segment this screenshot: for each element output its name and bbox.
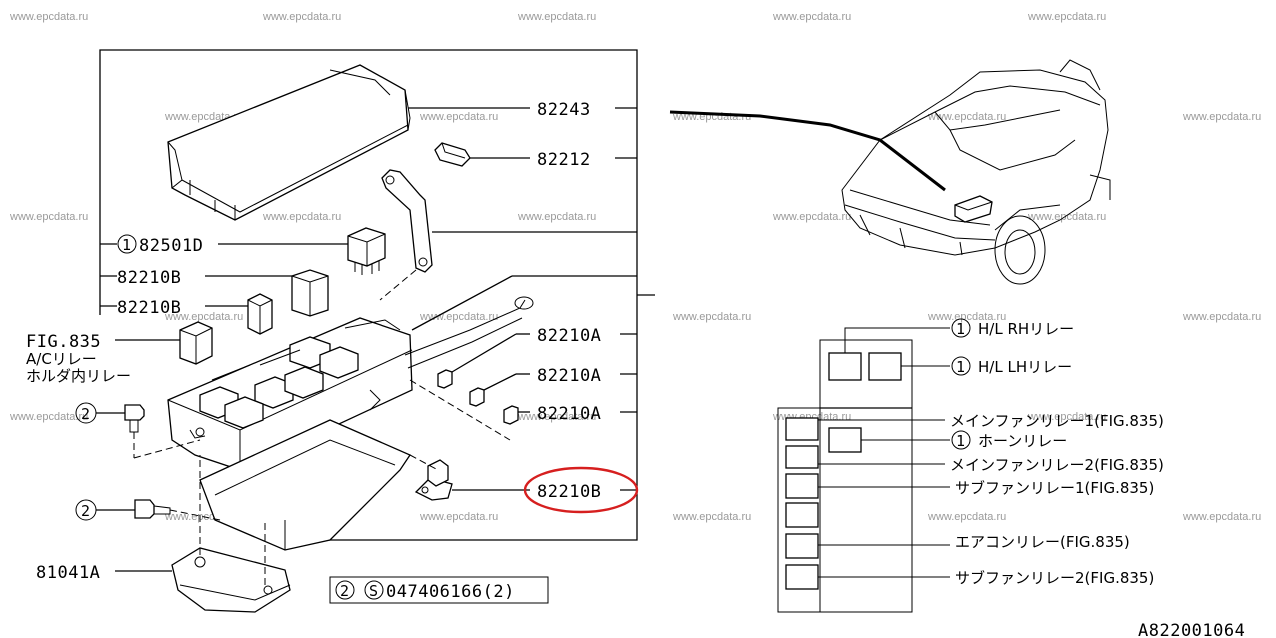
watermark: www.epcdata.ru (772, 211, 851, 223)
watermark: www.epcdata.ru (262, 211, 341, 223)
legend-hl-lh: H/L LHリレー (978, 358, 1072, 376)
relay-part (347, 227, 386, 275)
relay-slot-main-fan-2 (785, 445, 819, 469)
part-number-fuse-a2: 82210A (537, 366, 601, 386)
legend-marker-1: 1 (956, 432, 965, 450)
legend-marker-1: 1 (956, 358, 965, 376)
watermark: www.epcdata.ru (1182, 311, 1261, 323)
battery-cable (404, 296, 534, 369)
relay-slot-hl-lh (868, 352, 902, 381)
relay-slot-main-fan-1 (785, 417, 819, 441)
holder-clip-part (409, 454, 453, 501)
diagram-code: A822001064 (1138, 621, 1245, 638)
ac-relay-part (179, 321, 213, 365)
bus-bar-part (381, 169, 433, 273)
legend-main-fan-1: メインファンリレー1(FIG.835) (950, 412, 1164, 430)
part-number-fuse-a1: 82210A (537, 326, 601, 346)
part-number-fuse-1: 82210B (117, 268, 181, 288)
watermark: www.epcdata.ru (9, 411, 88, 423)
watermark: www.epcdata.ru (1182, 111, 1261, 123)
legend-hl-rh: H/L RHリレー (978, 320, 1074, 338)
legend-sub-fan-1: サブファンリレー1(FIG.835) (955, 479, 1154, 497)
legend-marker-1: 1 (956, 320, 965, 338)
part-number-fuse-highlighted: 82210B (537, 482, 601, 502)
watermark: www.epcdata.ru (1182, 511, 1261, 523)
part-number-cover: 82243 (537, 100, 591, 120)
part-number-bracket: 81041A (36, 563, 100, 583)
watermark: www.epcdata.ru (517, 411, 596, 423)
watermark: www.epcdata.ru (772, 11, 851, 23)
legend-horn: ホーンリレー (978, 432, 1067, 450)
highlight-ring (523, 466, 639, 514)
watermark: www.epcdata.ru (1027, 411, 1106, 423)
ac-relay-label: A/Cリレー (26, 350, 97, 368)
watermark: www.epcdata.ru (164, 311, 243, 323)
relay-slot-sub-fan-2 (785, 564, 819, 590)
spec-marker-s: S (369, 582, 378, 600)
bolt-2: 2 (75, 499, 221, 521)
relay-slot-sub-fan-1 (785, 473, 819, 499)
watermark: www.epcdata.ru (419, 111, 498, 123)
bracket-part (171, 455, 291, 613)
bolt-spec-number: 047406166(2) (386, 582, 515, 602)
part-number-relay: 82501D (139, 236, 203, 256)
part-number-fuse-a3: 82210A (537, 404, 601, 424)
bolt-1: 2 (75, 402, 201, 459)
watermark: www.epcdata.ru (517, 11, 596, 23)
spec-marker-2: 2 (340, 582, 349, 600)
marker-2: 2 (81, 502, 90, 520)
watermark: www.epcdata.ru (1027, 11, 1106, 23)
watermark: www.epcdata.ru (9, 211, 88, 223)
part-number-fuse-2: 82210B (117, 298, 181, 318)
car-illustration (841, 59, 1111, 285)
clip-part (434, 142, 471, 167)
marker-1: 1 (122, 236, 131, 254)
marker-2: 2 (81, 405, 90, 423)
cover-part (167, 64, 411, 221)
location-arrow (669, 110, 946, 192)
legend-main-fan-2: メインファンリレー2(FIG.835) (950, 456, 1164, 474)
legend-aircon: エアコンリレー(FIG.835) (955, 533, 1130, 551)
marker-1-circle (117, 234, 137, 254)
relay-slot-horn (828, 427, 862, 453)
watermark: www.epcdata.ru (419, 511, 498, 523)
relay-slot-blank (785, 502, 819, 528)
fuse-box-body (167, 317, 413, 471)
fig-ref-ac-relay: FIG.835 (26, 332, 101, 352)
part-number-clip: 82212 (537, 150, 591, 170)
assembly-frame (99, 49, 655, 541)
fuse-part (247, 293, 273, 335)
relay-layout-box (777, 339, 913, 613)
watermark: www.epcdata.ru (927, 111, 1006, 123)
watermark: www.epcdata.ru (9, 11, 88, 23)
relay-slot-hl-rh (828, 352, 862, 381)
watermark: www.epcdata.ru (419, 311, 498, 323)
watermark: www.epcdata.ru (927, 511, 1006, 523)
watermark: www.epcdata.ru (517, 211, 596, 223)
maxi-fuse-part (291, 269, 329, 317)
watermark: www.epcdata.ru (927, 311, 1006, 323)
watermark: www.epcdata.ru (262, 11, 341, 23)
holder-relay-label: ホルダ内リレー (26, 367, 131, 385)
relay-slot-aircon (785, 533, 819, 559)
watermark: www.epcdata.ru (672, 511, 751, 523)
lower-tray (199, 419, 411, 551)
watermark: www.epcdata.ru (672, 311, 751, 323)
bolt-spec-box: 2 S 047406166(2) (329, 576, 549, 604)
watermark: www.epcdata.ru (1027, 211, 1106, 223)
legend-sub-fan-2: サブファンリレー2(FIG.835) (955, 569, 1154, 587)
small-fuses (409, 369, 519, 441)
